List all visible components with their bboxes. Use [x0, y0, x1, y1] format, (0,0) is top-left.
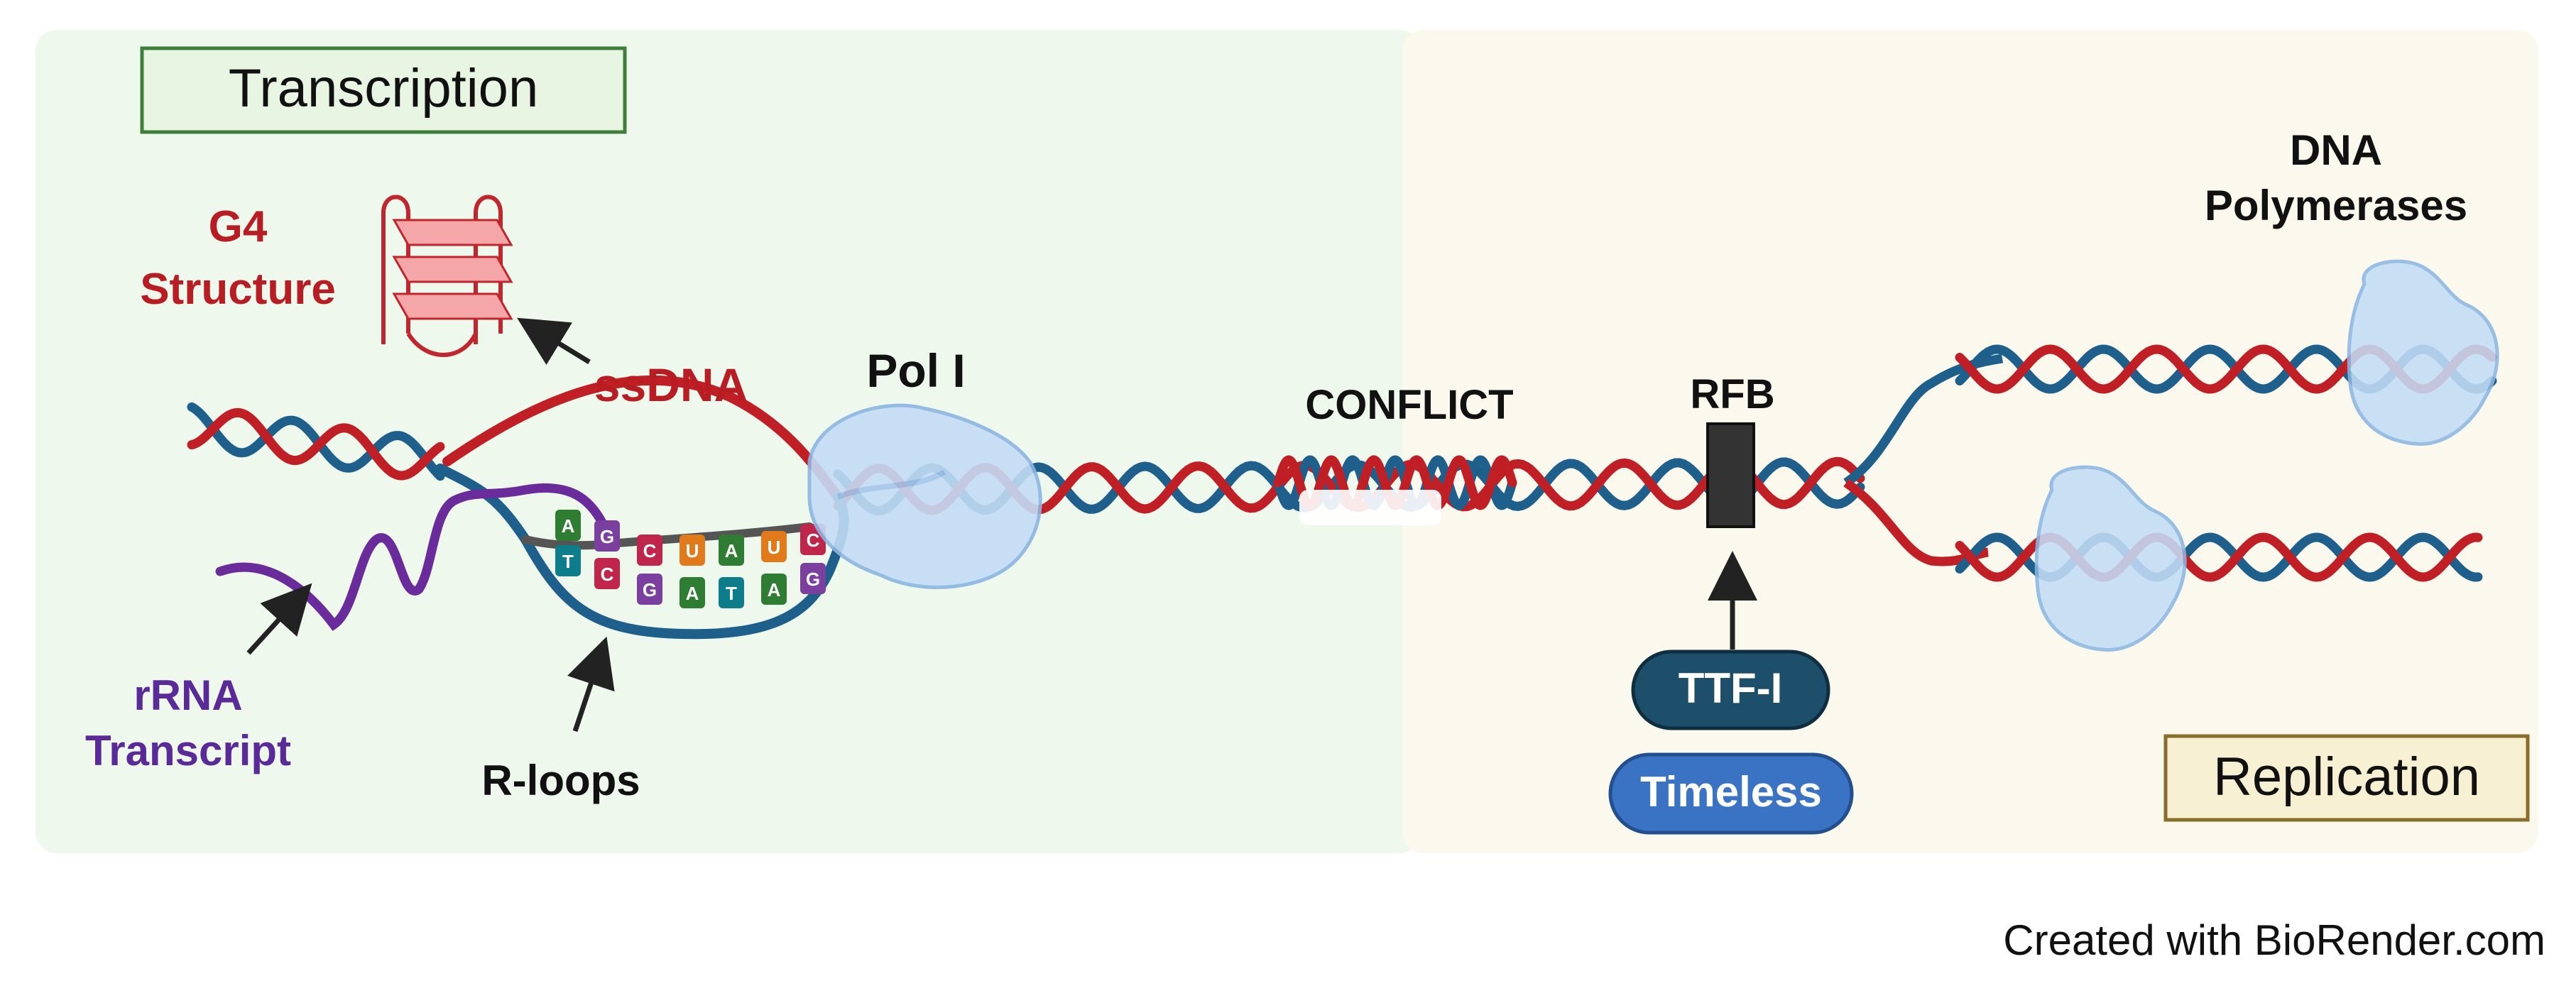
pol1-enzyme-icon — [807, 403, 1042, 589]
base-tile — [555, 510, 581, 541]
transcription-header: Transcription — [140, 46, 627, 134]
ttf1-pill: TTF-I — [1631, 650, 1830, 730]
rrna-arrow — [246, 583, 312, 655]
base-tile — [680, 577, 705, 608]
rrna-label-line1: rRNA — [133, 672, 242, 719]
base-pair: GC — [594, 520, 620, 589]
credit-text: Created with BioRender.com — [2003, 916, 2545, 964]
conflict-label: CONFLICT — [1305, 382, 1513, 428]
transcription-title: Transcription — [229, 58, 538, 119]
base-letter: G — [806, 569, 820, 590]
base-letter: C — [643, 540, 657, 561]
base-letter: A — [725, 540, 738, 561]
rrna-hybrid-strand — [521, 522, 814, 550]
replication-title: Replication — [2213, 747, 2480, 807]
base-letter: U — [686, 540, 699, 561]
base-pair: UA — [680, 535, 705, 608]
base-letter: A — [562, 515, 575, 537]
base-tile — [594, 558, 620, 589]
g4-quadruplex-icon — [381, 194, 513, 357]
base-pair: AT — [555, 510, 581, 576]
dna-polymerases-label-line1: DNA — [2290, 126, 2382, 174]
rrna-label-line2: Transcript — [85, 727, 291, 774]
base-tile — [800, 563, 826, 594]
base-tile — [719, 577, 744, 608]
rfb-label: RFB — [1690, 371, 1774, 417]
base-letter: U — [768, 537, 781, 558]
dna-strand-left-red — [187, 407, 445, 481]
base-letter: A — [768, 579, 781, 601]
base-tile — [761, 531, 787, 562]
dna-conflict-blue — [1273, 455, 1517, 510]
base-pair: AT — [719, 535, 744, 608]
base-tile — [637, 574, 662, 605]
base-tile — [680, 535, 705, 566]
dna-polymerase-icon — [2034, 465, 2187, 652]
g4-label-line1: G4 — [209, 202, 268, 251]
base-letter: G — [600, 526, 614, 547]
base-letter: C — [601, 564, 614, 585]
timeless-pill: Timeless — [1608, 752, 1854, 835]
ttf1-label: TTF-I — [1679, 664, 1783, 712]
base-pair: CG — [637, 535, 662, 605]
rrna-transcript-strand — [215, 483, 608, 631]
base-pair: UA — [761, 531, 787, 605]
rloops-label: R-loops — [481, 757, 640, 804]
rloop-template-strand — [435, 464, 849, 640]
g4-label-line2: Structure — [140, 265, 336, 314]
base-letter: G — [643, 579, 657, 601]
replication-panel — [1402, 30, 2538, 853]
base-letter: A — [686, 583, 699, 604]
ssdna-to-g4-arrow — [517, 317, 591, 366]
replication-header: Replication — [2163, 734, 2530, 822]
timeless-label: Timeless — [1640, 768, 1822, 816]
dna-strand-left-blue — [187, 402, 445, 481]
base-letter: T — [562, 551, 574, 572]
base-tile — [637, 535, 662, 566]
base-tile — [719, 535, 744, 566]
base-tile — [761, 574, 787, 605]
dna-polymerase-icon — [2347, 259, 2499, 446]
pol1-label: Pol I — [866, 344, 965, 397]
base-tile — [594, 520, 620, 552]
rfb-block-icon — [1706, 422, 1755, 528]
conflict-highlight — [1299, 490, 1441, 525]
base-tile — [555, 545, 581, 576]
base-letter: C — [807, 530, 820, 551]
dna-polymerases-label-line2: Polymerases — [2205, 182, 2467, 229]
rloops-arrow — [567, 636, 615, 733]
base-letter: T — [726, 583, 737, 604]
ssdna-label: ssDNA — [594, 358, 748, 411]
